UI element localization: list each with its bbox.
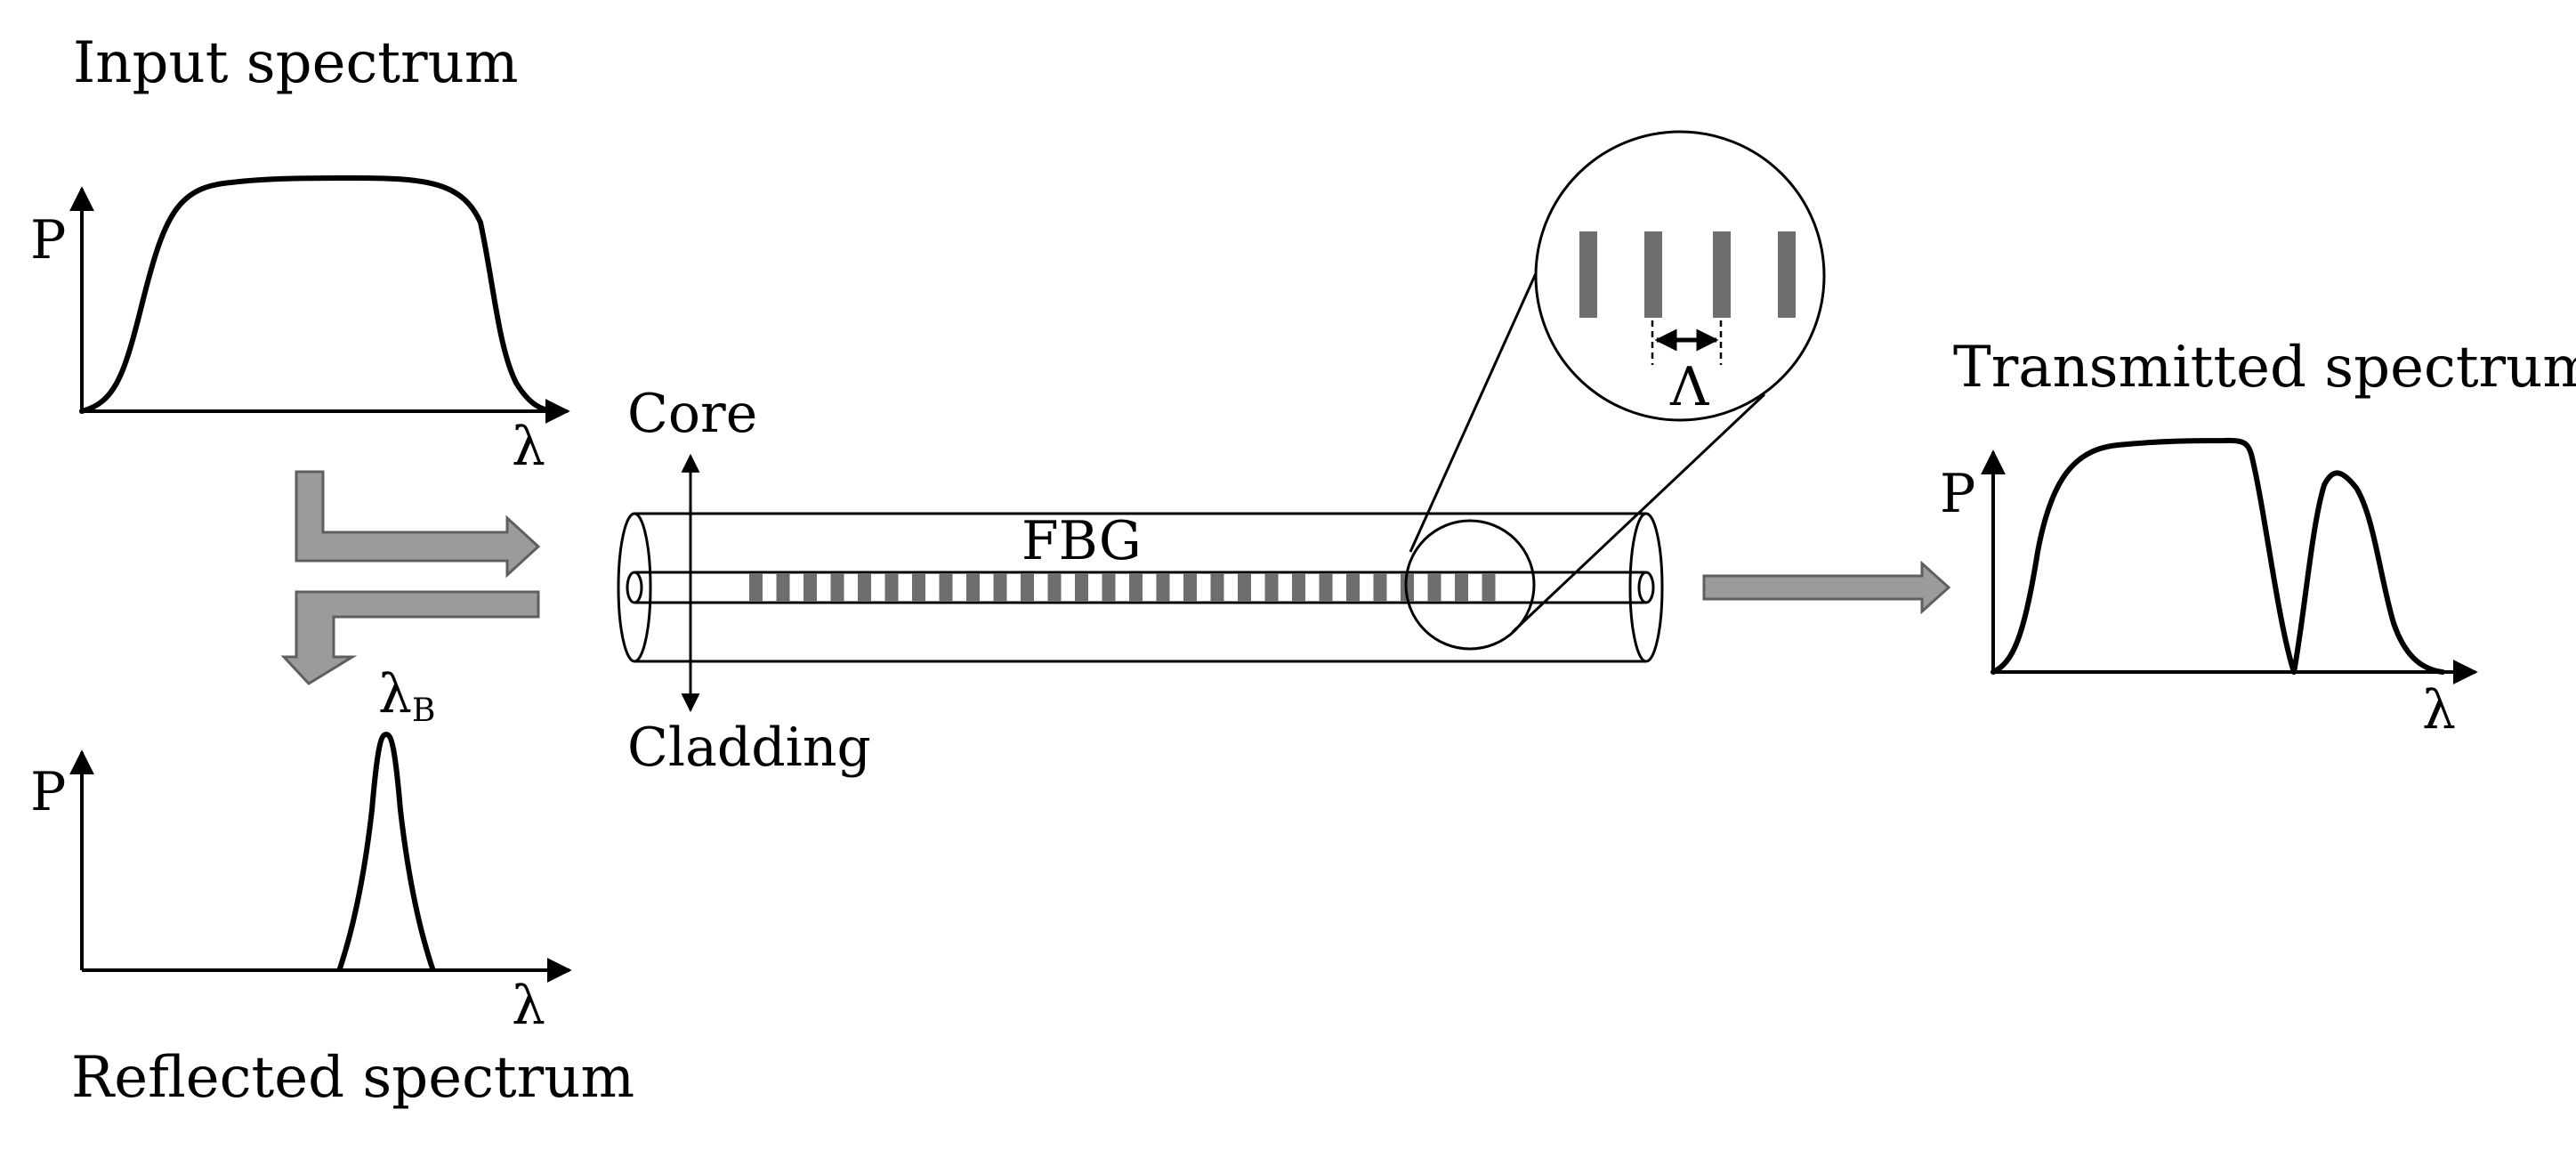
input-arrow bbox=[295, 470, 541, 579]
period-label: Λ bbox=[1669, 356, 1709, 418]
input-lambda-label: λ bbox=[512, 416, 545, 478]
grating-bar bbox=[1129, 573, 1143, 602]
input-spectrum-curve bbox=[79, 175, 559, 414]
inset-grating-bar bbox=[1778, 231, 1796, 318]
grating-bar bbox=[858, 573, 871, 602]
grating-bar bbox=[1482, 573, 1496, 602]
grating-bar bbox=[966, 573, 980, 602]
inset-grating-bar bbox=[1579, 231, 1597, 318]
grating-bar bbox=[1075, 573, 1088, 602]
transmitted-p-label: P bbox=[1940, 463, 1975, 525]
fiber-right-end bbox=[1628, 512, 1664, 663]
reflected-spectrum-title: Reflected spectrum bbox=[71, 1045, 634, 1111]
zoom-line-left bbox=[1409, 235, 1554, 553]
fbg-grating bbox=[749, 573, 1496, 602]
grating-bar bbox=[1373, 573, 1387, 602]
core-label: Core bbox=[627, 383, 757, 445]
grating-bar bbox=[1238, 573, 1251, 602]
grating-bar bbox=[884, 573, 899, 602]
grating-bar bbox=[830, 573, 844, 602]
grating-bar bbox=[1346, 573, 1360, 602]
reflected-lambda-label: λ bbox=[512, 975, 545, 1037]
grating-bar bbox=[776, 573, 790, 602]
reflected-arrow bbox=[280, 590, 540, 685]
bragg-wavelength-label: λB bbox=[378, 663, 436, 729]
optical-fiber: FBG bbox=[617, 510, 1664, 663]
fbg-label: FBG bbox=[1022, 510, 1142, 572]
bragg-lambda: λ bbox=[378, 663, 412, 725]
transmitted-spectrum-plot: Transmitted spectrum P λ bbox=[1940, 335, 2576, 741]
grating-bar bbox=[1455, 573, 1468, 602]
input-p-label: P bbox=[30, 209, 66, 271]
transmitted-spectrum-curve bbox=[1991, 437, 2445, 675]
transmitted-spectrum-title: Transmitted spectrum bbox=[1953, 335, 2576, 401]
grating-bar bbox=[912, 573, 925, 602]
grating-bar bbox=[1156, 573, 1170, 602]
grating-bar bbox=[1021, 573, 1034, 602]
grating-bar bbox=[939, 573, 953, 602]
bragg-subscript: B bbox=[412, 692, 435, 729]
transmitted-lambda-label: λ bbox=[2422, 679, 2456, 741]
reflected-spectrum-plot: P λ λB Reflected spectrum bbox=[30, 663, 634, 1111]
inset-grating-bar bbox=[1644, 231, 1662, 318]
grating-inset: Λ bbox=[1409, 130, 1826, 634]
cladding-label: Cladding bbox=[627, 717, 871, 779]
input-spectrum-plot: Input spectrum P λ bbox=[30, 30, 570, 478]
grating-bar bbox=[1427, 573, 1441, 602]
grating-bar bbox=[1183, 573, 1197, 602]
core-left-end bbox=[626, 571, 643, 604]
grating-bar bbox=[1264, 573, 1279, 602]
transmitted-arrow bbox=[1702, 560, 1951, 615]
grating-bar bbox=[993, 573, 1007, 602]
grating-bar bbox=[803, 573, 817, 602]
reflected-spectrum-curve bbox=[337, 732, 435, 971]
grating-zoom-circle-small bbox=[1404, 519, 1536, 651]
fiber-left-end bbox=[617, 512, 652, 663]
inset-grating-bars bbox=[1579, 231, 1796, 318]
grating-bar bbox=[749, 573, 763, 602]
zoom-line-right bbox=[1511, 393, 1766, 634]
grating-bar bbox=[1102, 573, 1116, 602]
grating-bar bbox=[1292, 573, 1305, 602]
grating-zoom-circle-large bbox=[1534, 130, 1826, 422]
core-right-end bbox=[1637, 571, 1655, 604]
grating-bar bbox=[1319, 573, 1333, 602]
input-spectrum-title: Input spectrum bbox=[73, 30, 519, 96]
reflected-p-label: P bbox=[30, 761, 66, 823]
grating-bar bbox=[1210, 573, 1224, 602]
inset-grating-bar bbox=[1713, 231, 1731, 318]
grating-bar bbox=[1047, 573, 1062, 602]
